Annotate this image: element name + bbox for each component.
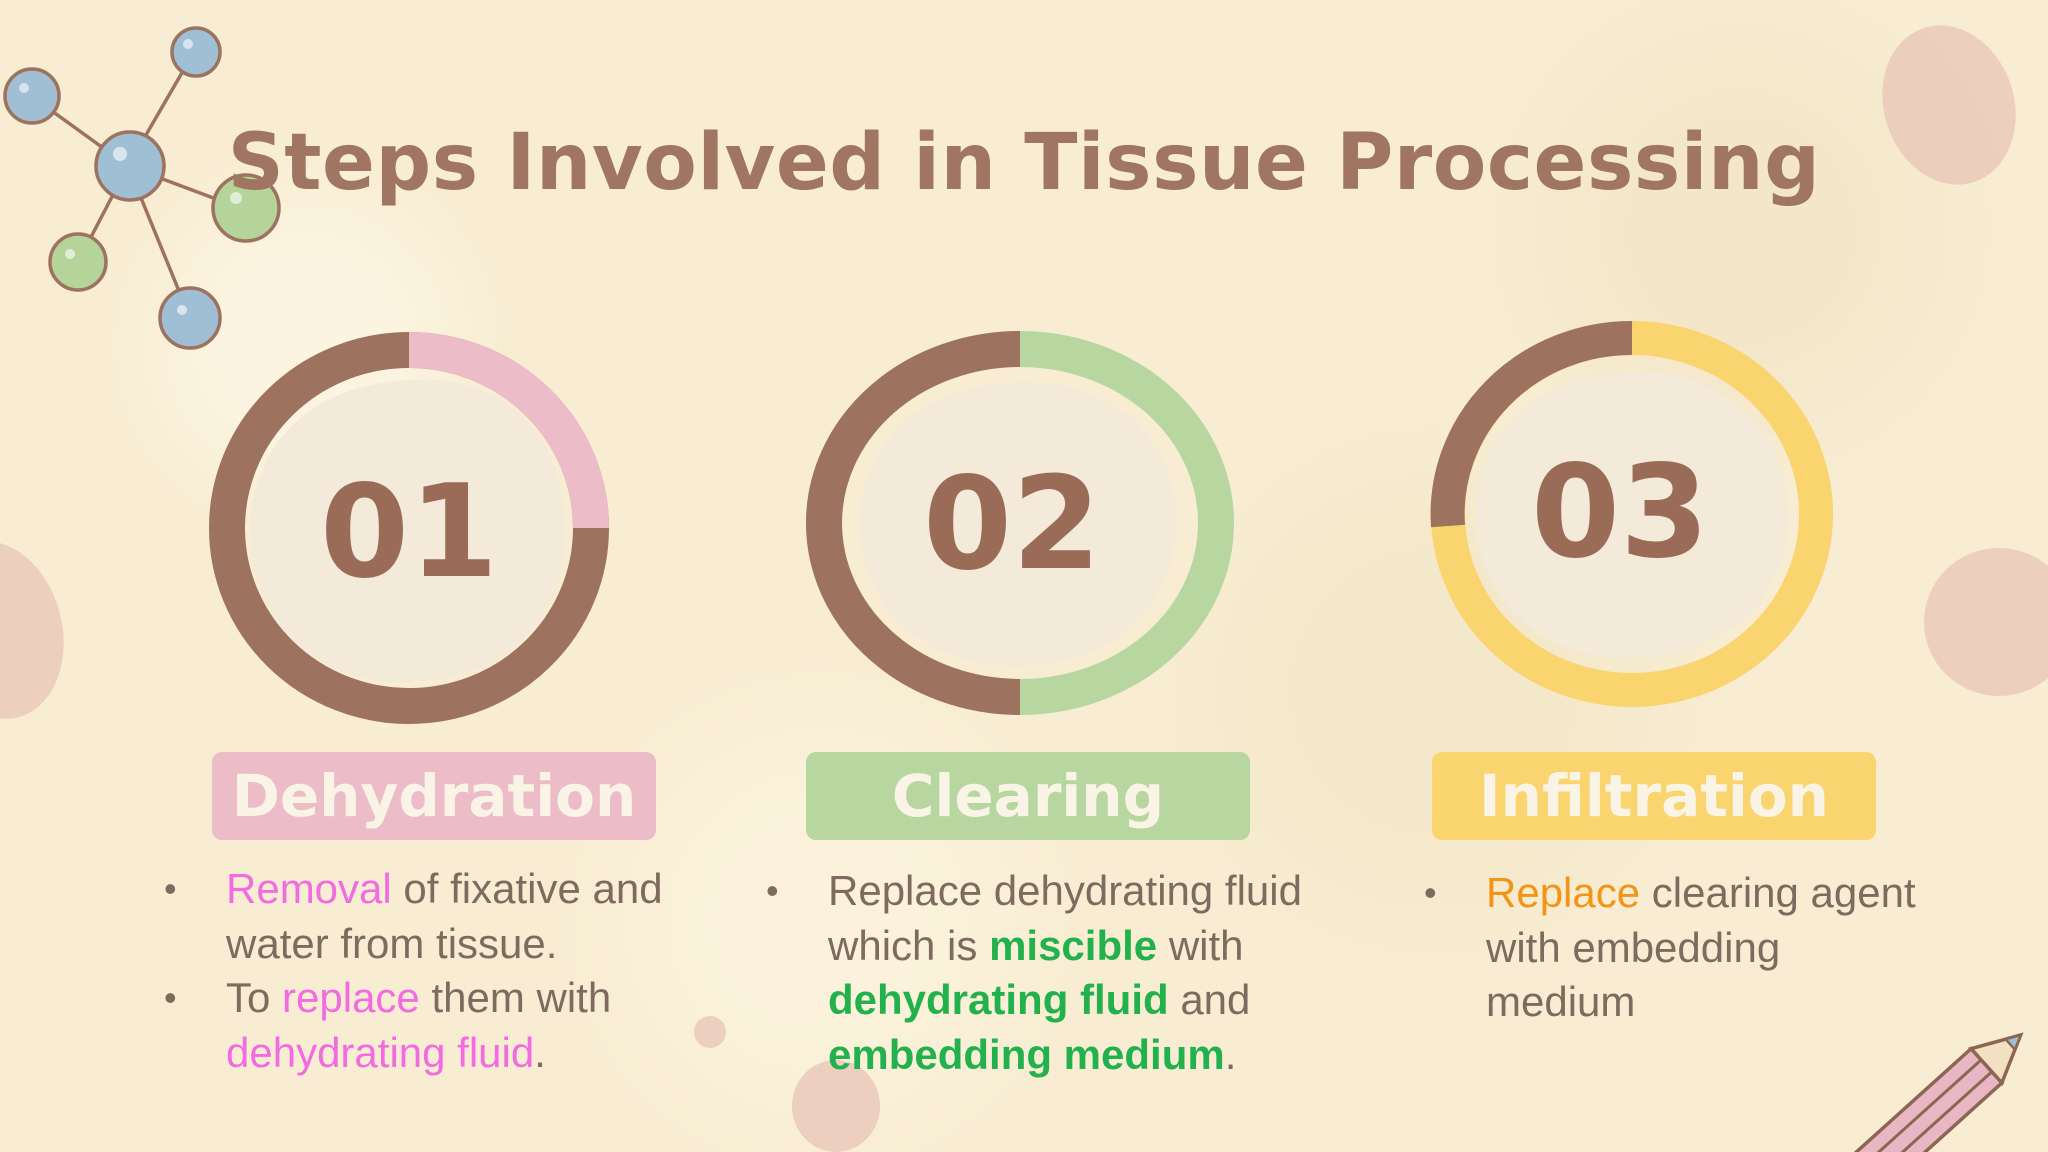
step-3-bullets: • Replace clearing agent with embedding m…: [1424, 866, 1916, 1030]
highlighted-term: Removal: [226, 865, 392, 912]
bullet-text: of fixative and water from tissue.: [226, 865, 663, 967]
bullet-text: with: [1157, 921, 1244, 969]
highlighted-term: Replace: [1486, 869, 1641, 916]
bullet-dot: •: [164, 868, 177, 909]
step-2-bullets: • Replace dehydrating fluid which is misc…: [766, 864, 1328, 1082]
highlighted-term: miscible: [989, 921, 1158, 969]
bullet-text: them with: [419, 974, 612, 1021]
bullet-text: .: [534, 1028, 546, 1076]
step-2-label: Clearing: [806, 752, 1250, 840]
decor-blob-right: [1924, 548, 2048, 696]
step-3-label: Infiltration: [1432, 752, 1876, 840]
highlighted-term: dehydrating fluid: [828, 976, 1169, 1023]
bullet-item: • To replace them with dehydrating fluid.: [164, 971, 706, 1080]
step-1-label: Dehydration: [212, 752, 656, 840]
bullet-dot: •: [766, 870, 779, 911]
bullet-text: and: [1168, 976, 1251, 1023]
bullet-item: • Replace clearing agent with embedding m…: [1424, 866, 1916, 1030]
step-1-ring: [209, 332, 609, 724]
decor-blob-bottom: [792, 1060, 880, 1152]
molecule-icon: [3, 26, 281, 350]
bullet-text: .: [1224, 1030, 1237, 1078]
step-1-number: 01: [319, 458, 499, 607]
highlighted-term: dehydrating fluid: [226, 1028, 535, 1076]
bullet-dot: •: [164, 977, 177, 1018]
bullet-dot: •: [1424, 872, 1437, 913]
pencil-icon: [1842, 1032, 2024, 1152]
bullet-item: • Removal of fixative and water from tiss…: [164, 862, 706, 971]
step-2-ring: [806, 331, 1234, 715]
step-2-number: 02: [922, 450, 1102, 599]
decor-dot-small: [694, 1016, 726, 1048]
step-3-ring: [1430, 320, 1833, 707]
step-1-bullets: • Removal of fixative and water from tiss…: [164, 862, 706, 1080]
highlighted-term: embedding medium: [828, 1030, 1225, 1078]
bullet-text: clearing agent with embedding medium: [1486, 869, 1916, 1025]
page-title: Steps Involved in Tissue Processing: [227, 118, 1821, 208]
step-3-number: 03: [1530, 438, 1710, 587]
bullet-text: Replace dehydrating fluid which is: [828, 867, 1302, 969]
bullet-text: To: [226, 974, 283, 1021]
highlighted-term: replace: [282, 974, 420, 1021]
bullet-item: • Replace dehydrating fluid which is misc…: [766, 864, 1328, 1082]
